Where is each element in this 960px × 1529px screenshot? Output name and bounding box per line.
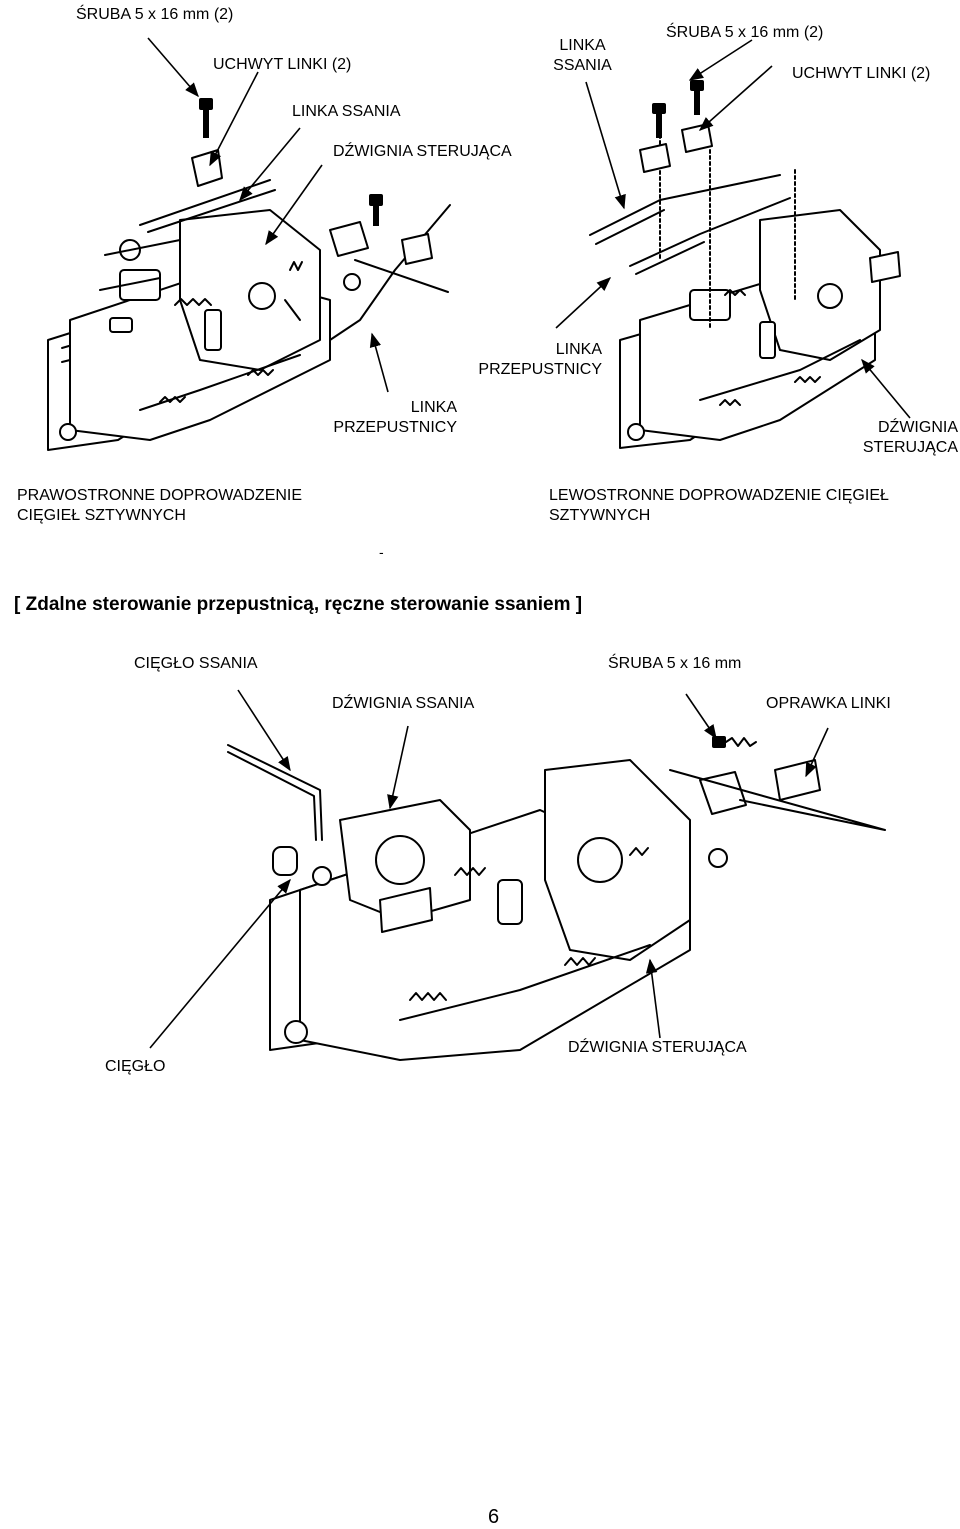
label-choke-lever: DŹWIGNIA SSANIA — [332, 695, 475, 712]
label-control-lever-right: DŹWIGNIA STERUJĄCA — [840, 418, 958, 458]
label-throttle-cable-left-line1: LINKA — [410, 399, 457, 416]
label-control-lever-right-line2: STERUJĄCA — [862, 439, 958, 456]
label-throttle-cable-right: LINKA PRZEPUSTNICY — [460, 340, 602, 380]
label-throttle-cable-right-line2: PRZEPUSTNICY — [478, 361, 602, 378]
caption-left-line1: PRAWOSTRONNE DOPROWADZENIE — [17, 487, 303, 504]
caption-right-side-rigid-link: PRAWOSTRONNE DOPROWADZENIE CIĘGIEŁ SZTYW… — [17, 486, 302, 526]
section-title: [ Zdalne sterowanie przepustnicą, ręczne… — [14, 594, 583, 615]
caption-left-side-rigid-link: LEWOSTRONNE DOPROWADZENIE CIĘGIEŁ SZTYWN… — [549, 486, 889, 526]
top-left-leader-arrows — [147, 37, 389, 393]
label-throttle-cable-right-line1: LINKA — [555, 341, 602, 358]
page-number: 6 — [488, 1506, 500, 1528]
label-screw-left: ŚRUBA 5 x 16 mm (2) — [76, 6, 234, 23]
label-choke-cable-right-line1: LINKA — [559, 37, 606, 54]
label-cable-housing: OPRAWKA LINKI — [766, 695, 891, 712]
caption-right-line2: SZTYWNYCH — [549, 507, 651, 524]
top-left-governor-assembly — [47, 98, 451, 451]
bottom-governor-assembly — [227, 736, 886, 1061]
top-right-leader-arrows — [555, 39, 911, 419]
label-choke-cable-right-line2: SSANIA — [553, 57, 612, 74]
label-screw-right: ŚRUBA 5 x 16 mm (2) — [666, 24, 824, 41]
label-choke-cable-right: LINKA SSANIA — [545, 36, 620, 76]
label-control-lever-bottom: DŹWIGNIA STERUJĄCA — [568, 1039, 747, 1056]
label-throttle-cable-left-line2: PRZEPUSTNICY — [333, 419, 457, 436]
top-right-governor-assembly — [589, 80, 901, 449]
label-choke-rod: CIĘGŁO SSANIA — [134, 655, 258, 672]
label-control-lever-right-line1: DŹWIGNIA — [878, 419, 958, 436]
label-throttle-cable-left: LINKA PRZEPUSTNICY — [320, 398, 457, 438]
stray-mark: - — [379, 544, 384, 560]
label-screw-bottom: ŚRUBA 5 x 16 mm — [608, 655, 742, 672]
bottom-leader-arrows — [149, 689, 829, 1049]
label-choke-cable-left: LINKA SSANIA — [292, 103, 401, 120]
label-cable-holder-left: UCHWYT LINKI (2) — [213, 56, 352, 73]
label-rod: CIĘGŁO — [105, 1058, 166, 1075]
caption-left-line2: CIĘGIEŁ SZTYWNYCH — [17, 507, 186, 524]
caption-right-line1: LEWOSTRONNE DOPROWADZENIE CIĘGIEŁ — [549, 487, 889, 504]
label-cable-holder-right: UCHWYT LINKI (2) — [792, 65, 931, 82]
label-control-lever-left: DŹWIGNIA STERUJĄCA — [333, 143, 512, 160]
